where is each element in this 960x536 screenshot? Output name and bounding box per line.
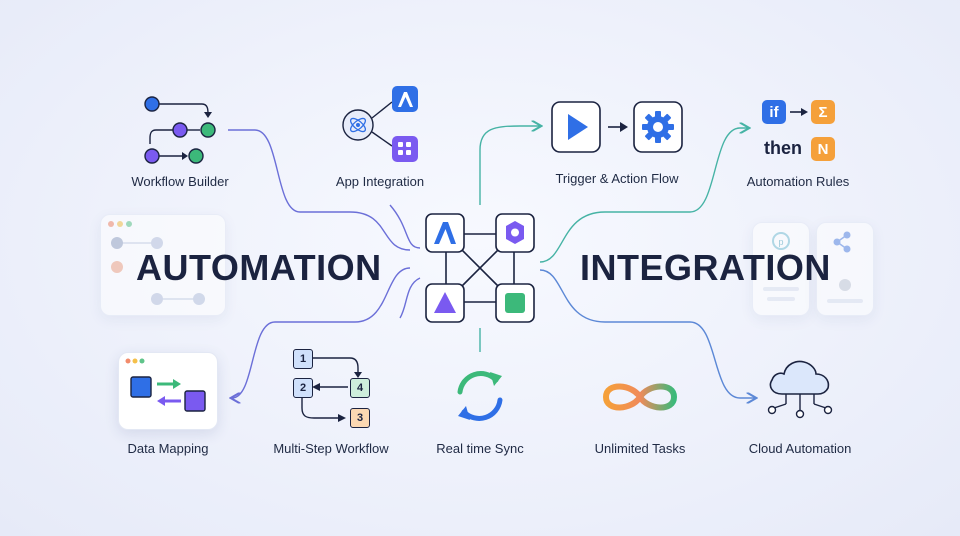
share-icon — [827, 231, 863, 303]
trigger-action-icon — [551, 101, 683, 153]
step-4-badge: 4 — [350, 378, 370, 398]
wire-multi-step — [399, 277, 421, 319]
cloud-icon — [767, 360, 833, 419]
n-badge: N — [811, 137, 835, 161]
then-text: then — [764, 138, 802, 158]
app-integration-label: App Integration — [335, 174, 425, 189]
data-mapping-label: Data Mapping — [127, 441, 209, 456]
square-icon — [495, 283, 535, 323]
gear-icon — [642, 111, 674, 143]
wire-trigger — [479, 126, 540, 205]
integration-preview-card-2 — [816, 222, 874, 316]
workflow-preview-card — [100, 214, 226, 316]
real-time-sync-label: Real time Sync — [436, 441, 524, 456]
unlimited-tasks-label: Unlimited Tasks — [594, 441, 686, 456]
multi-step-connectors — [301, 357, 362, 422]
app-integration-icon — [342, 86, 418, 162]
step-2-badge: 2 — [293, 378, 313, 398]
if-badge: if — [762, 100, 786, 124]
step-3-badge: 3 — [350, 408, 370, 428]
infinity-icon — [603, 383, 677, 411]
integration-preview-card-1: p — [752, 222, 810, 316]
multi-step-label: Multi-Step Workflow — [273, 441, 389, 456]
a-logo-icon — [425, 213, 465, 253]
wire-app-integration — [389, 204, 421, 249]
wire-workflow-builder — [228, 129, 411, 251]
arrow-right-icon — [790, 108, 808, 116]
workflow-builder-label: Workflow Builder — [131, 174, 229, 189]
data-mapping-icon — [125, 358, 206, 412]
workflow-preview-graphic — [108, 221, 205, 305]
integration-preview-graphic-1: p — [763, 232, 799, 301]
step-1-badge: 1 — [293, 349, 313, 369]
triangle-icon — [425, 283, 465, 323]
automation-rules-label: Automation Rules — [746, 174, 850, 189]
wire-automation-rules — [539, 128, 748, 263]
automation-heading: AUTOMATION — [136, 247, 382, 288]
wire-cloud — [539, 269, 755, 398]
grid-icon — [392, 136, 418, 162]
wire-data-mapping — [232, 267, 411, 398]
data-mapping-card — [118, 352, 218, 430]
sigma-badge: Σ — [811, 100, 835, 124]
sync-icon — [457, 371, 503, 421]
svg-text:p: p — [778, 237, 783, 247]
trigger-action-label: Trigger & Action Flow — [555, 171, 679, 186]
integration-hub — [425, 213, 535, 323]
integration-heading: INTEGRATION — [580, 247, 831, 288]
workflow-builder-icon — [144, 96, 216, 164]
hexagon-icon — [495, 213, 535, 253]
atom-icon — [342, 109, 374, 141]
play-icon — [568, 114, 588, 140]
cloud-automation-label: Cloud Automation — [748, 441, 852, 456]
